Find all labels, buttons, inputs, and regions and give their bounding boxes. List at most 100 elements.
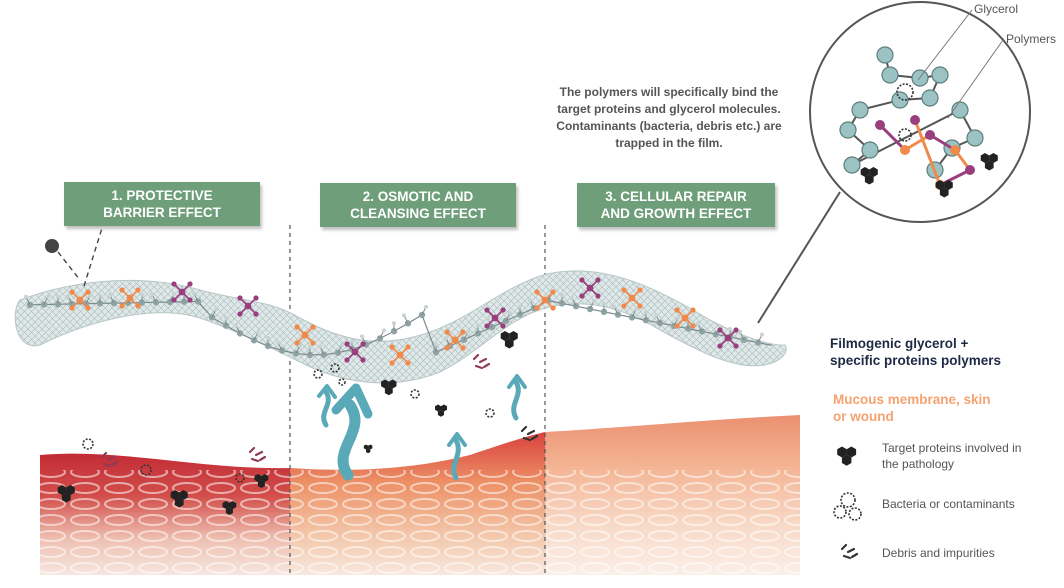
atom (644, 310, 648, 315)
polymer-atom (910, 115, 920, 125)
target-protein-hex (939, 187, 949, 198)
target-protein-hex (222, 501, 230, 509)
debris (846, 547, 856, 554)
polymer-atom (310, 324, 316, 330)
polymer-atom (85, 305, 91, 311)
polymer-atom (733, 343, 739, 349)
atom (476, 323, 480, 328)
bacteria (898, 128, 912, 142)
legend-target-line2: the pathology (882, 457, 955, 471)
polymer-atom (171, 281, 177, 287)
particles (57, 331, 539, 515)
target-protein-hex (504, 338, 514, 349)
polymer-center (178, 288, 186, 296)
magnifier (757, 1, 1031, 324)
atom (98, 293, 102, 298)
polymer-atom (237, 311, 243, 317)
polymer-atom (69, 305, 75, 311)
legend-bacteria-label: Bacteria or contaminants (882, 497, 1015, 511)
polymer-atom (579, 293, 585, 299)
note-line-4: trapped in the film. (615, 136, 723, 150)
bacteria (896, 83, 914, 101)
atom (150, 292, 154, 297)
polymer-atom (460, 329, 466, 335)
legend-film-line1: Filmogenic glycerol + (830, 336, 969, 351)
binding-note: The polymers will specifically bind the … (538, 84, 800, 152)
glycerol-atom (861, 141, 879, 159)
atom (340, 342, 344, 347)
polymer-atom (360, 357, 366, 363)
atom (318, 344, 322, 349)
target-protein-hex (500, 331, 510, 341)
bacteria (485, 408, 495, 418)
polymer-bond (913, 119, 942, 186)
polymer-atom (484, 323, 490, 329)
polymer-atom (135, 287, 141, 293)
atom (256, 330, 260, 335)
polymer-atom (900, 145, 910, 155)
glycerol-atom (921, 89, 939, 107)
polymer-atom (500, 323, 506, 329)
target-protein-hex (179, 490, 188, 500)
bacteria (235, 473, 245, 483)
callout-polymers: Polymers (1006, 32, 1057, 46)
debris (482, 362, 491, 369)
arrow-large (337, 399, 361, 481)
atom (214, 307, 218, 312)
effect-2-line1: 2. OSMOTIC AND (362, 189, 474, 204)
magnifier-leader (757, 191, 841, 324)
target-protein-hex (225, 507, 233, 515)
debris (106, 455, 116, 462)
legend-tissue-line1: Mucous membrane, skin (833, 392, 991, 407)
bond (197, 301, 213, 318)
atom (634, 307, 638, 312)
atom (602, 301, 606, 306)
polymer-center (541, 296, 549, 304)
effect-1-line1: 1. PROTECTIVE (111, 188, 213, 203)
polymer-center (681, 314, 689, 322)
debris (110, 460, 119, 467)
atom (350, 339, 354, 344)
target-protein-hex (261, 474, 269, 482)
polymer-center (628, 294, 636, 302)
polymer-atom (294, 340, 300, 346)
legend-target-label: Target proteins involved in the patholog… (882, 440, 1057, 472)
atom (308, 344, 312, 349)
tissue-cell-texture (40, 470, 800, 575)
polymer-center (351, 348, 359, 356)
debris (248, 446, 256, 454)
bacteria (330, 363, 340, 373)
legend-target-icon (846, 446, 857, 458)
polymer-center (724, 334, 732, 342)
glycerol-atom (839, 121, 857, 139)
target-protein-hex (61, 492, 71, 503)
polymer-center (244, 302, 252, 310)
note-line-3: Contaminants (bacteria, debris etc.) are (556, 119, 782, 133)
debris (472, 353, 480, 361)
target-protein-hex (384, 386, 393, 396)
atom (528, 298, 532, 303)
debris (474, 364, 484, 370)
polymer-atom (717, 327, 723, 333)
atom (266, 336, 270, 341)
impact-ball (45, 239, 59, 253)
glycerol-atom (881, 66, 899, 84)
polymer-atom (344, 357, 350, 363)
atom (172, 292, 176, 296)
target-protein-hex (57, 485, 67, 495)
target-protein-hex (869, 167, 878, 177)
target-protein-hex (254, 474, 262, 482)
atom (508, 310, 512, 315)
polymer-atom (534, 305, 540, 311)
callout-line-barrier (83, 227, 103, 287)
bacteria (848, 507, 862, 521)
polymer-atom (360, 341, 366, 347)
polymer-atom (389, 344, 395, 350)
atom (518, 304, 522, 309)
polymer-atom (119, 303, 125, 309)
callout-line-glycerol (917, 9, 973, 81)
bacteria (313, 369, 323, 379)
polymer-atom (187, 281, 193, 287)
